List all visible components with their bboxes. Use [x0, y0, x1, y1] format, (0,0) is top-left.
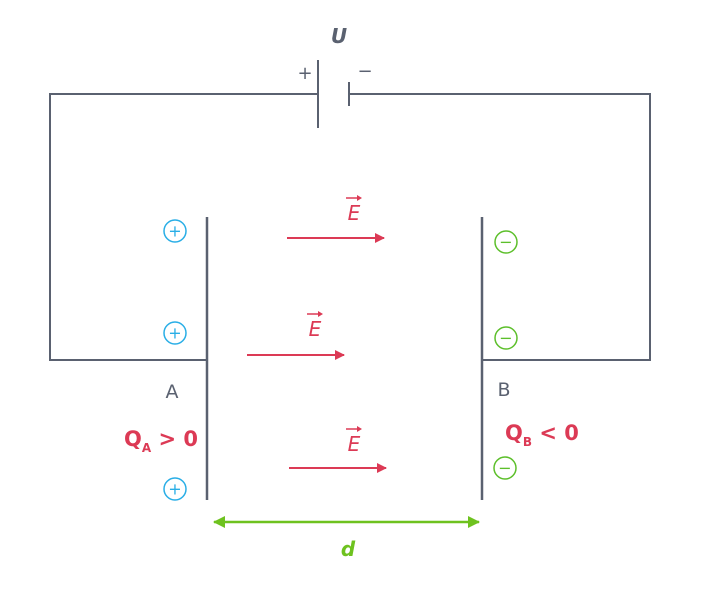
- battery-minus-label: −: [357, 61, 372, 82]
- charge-sign: +: [168, 324, 181, 343]
- distance-label: d: [341, 537, 356, 561]
- wire-left: [49, 93, 318, 361]
- vector-bar-head: [318, 311, 323, 317]
- field-label: E: [348, 201, 361, 225]
- field-label: E: [309, 317, 322, 341]
- charge-circle: [493, 456, 517, 480]
- field-vector-3: E: [289, 426, 387, 473]
- negative-charge-marker: −: [493, 456, 517, 480]
- electric-field-vectors: E E E: [247, 195, 387, 473]
- charge-sign: −: [499, 329, 512, 348]
- plate-b-label: B: [497, 379, 510, 401]
- positive-charge-marker: +: [163, 219, 187, 243]
- charge-circle: [163, 321, 187, 345]
- negative-charge-marker: −: [494, 230, 518, 254]
- negative-charge-marker: −: [494, 326, 518, 350]
- charge-circle: [494, 326, 518, 350]
- charge-sign: +: [168, 222, 181, 241]
- vector-bar-head: [357, 426, 362, 432]
- positive-charge-marker: +: [163, 477, 187, 501]
- field-vector-2: E: [247, 311, 345, 360]
- charge-sign: −: [499, 233, 512, 252]
- charge-a-label: QA > 0: [124, 427, 198, 455]
- charge-circle: [494, 230, 518, 254]
- positive-charge-marker: +: [163, 321, 187, 345]
- battery-plus-label: +: [297, 63, 312, 84]
- vector-bar-head: [357, 195, 362, 201]
- plate-a-label: A: [166, 381, 179, 403]
- charge-circle: [163, 219, 187, 243]
- charge-sign: −: [498, 459, 511, 478]
- field-vector-1: E: [287, 195, 385, 243]
- charge-markers: + + + − − −: [163, 219, 518, 501]
- field-label: E: [348, 432, 361, 456]
- charge-b-label: QB < 0: [505, 421, 579, 449]
- wire-right: [349, 93, 651, 361]
- charge-circle: [163, 477, 187, 501]
- voltage-label: U: [331, 24, 347, 48]
- charge-sign: +: [168, 480, 181, 499]
